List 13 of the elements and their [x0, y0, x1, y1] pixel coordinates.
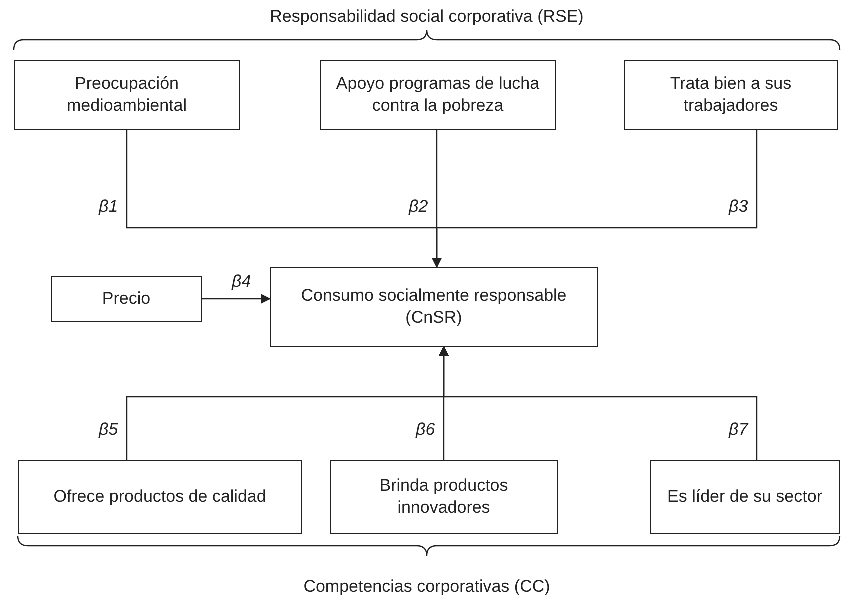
process-box: Consumo socialmente responsable (CnSR) — [270, 267, 598, 347]
arrow — [439, 346, 758, 460]
process-box: Preocupación medioambiental — [14, 60, 240, 130]
group-caption: Competencias corporativas (CC) — [302, 576, 552, 598]
process-box: Ofrece productos de calidad — [18, 460, 302, 534]
process-box: Apoyo programas de lucha contra la pobreza — [320, 60, 556, 130]
process-box: Precio — [51, 276, 202, 322]
arrow — [432, 130, 758, 268]
group-caption: Responsabilidad social corporativa (RSE) — [269, 6, 585, 28]
arrow — [202, 294, 271, 304]
process-box: Brinda productos innovadores — [330, 460, 558, 534]
process-box: Trata bien a sus trabajadores — [624, 60, 838, 130]
process-box: Es líder de su sector — [650, 460, 840, 534]
